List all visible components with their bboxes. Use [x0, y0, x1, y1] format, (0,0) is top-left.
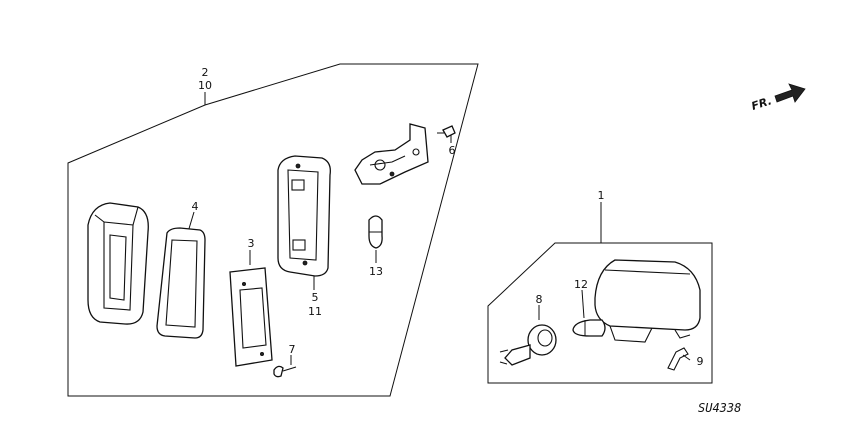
callout-9: 9	[697, 355, 704, 368]
screw-7	[273, 365, 297, 378]
leader-lines	[187, 92, 691, 365]
front-direction-indicator: FR.	[750, 83, 806, 113]
callout-2: 2	[202, 66, 209, 79]
bulb-13	[368, 215, 383, 249]
screw-6	[437, 125, 456, 138]
lamp-base	[277, 155, 331, 277]
callout-7: 7	[289, 343, 296, 356]
front-label: FR.	[750, 94, 773, 113]
callout-12: 12	[574, 278, 588, 291]
socket-8	[499, 324, 557, 366]
callout-3: 3	[248, 237, 255, 250]
mounting-bracket	[354, 123, 429, 185]
callout-10: 10	[198, 79, 212, 92]
bulb-12	[572, 319, 606, 337]
lens-plate	[229, 267, 273, 367]
diagram-code: SU4338	[698, 401, 741, 415]
arrow-right-icon	[774, 83, 806, 103]
assembly-outline-secondary	[487, 242, 713, 384]
callout-11: 11	[308, 305, 322, 318]
callout-6: 6	[449, 144, 456, 157]
gasket	[156, 227, 206, 339]
clip-9	[667, 347, 689, 371]
callout-1: 1	[598, 189, 605, 202]
lens-housing	[87, 202, 149, 325]
callout-5: 5	[312, 291, 319, 304]
lamp-assembly	[594, 259, 701, 343]
callout-4: 4	[192, 200, 199, 213]
callout-8: 8	[536, 293, 543, 306]
callout-13: 13	[369, 265, 383, 278]
